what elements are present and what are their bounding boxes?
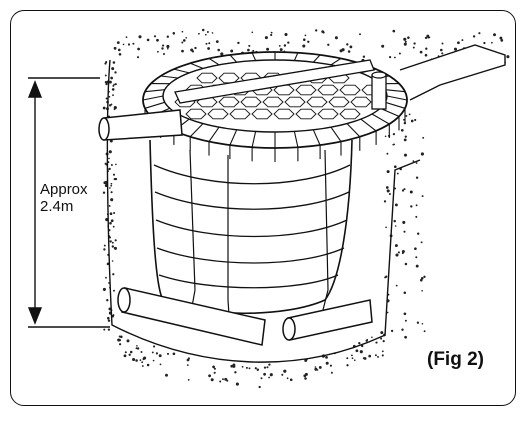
base-pipes (117, 287, 373, 346)
cross-bar (174, 59, 375, 104)
inlet-pipe (103, 109, 183, 141)
tank-ribs (153, 164, 351, 289)
inlet-pipe-end (98, 117, 110, 141)
dimension-label-line2: 2.4m (40, 198, 74, 215)
crate-segments (142, 52, 408, 162)
tank-body (149, 139, 353, 315)
vent-post (371, 74, 387, 110)
figure-frame (10, 10, 516, 406)
excavation-pit (106, 59, 421, 363)
vent-post-cap (371, 71, 387, 79)
dimension-line (27, 77, 110, 328)
dimension-label-line1: Approx (40, 181, 88, 198)
figure-caption: (Fig 2) (427, 349, 484, 370)
side-duct (399, 44, 506, 101)
